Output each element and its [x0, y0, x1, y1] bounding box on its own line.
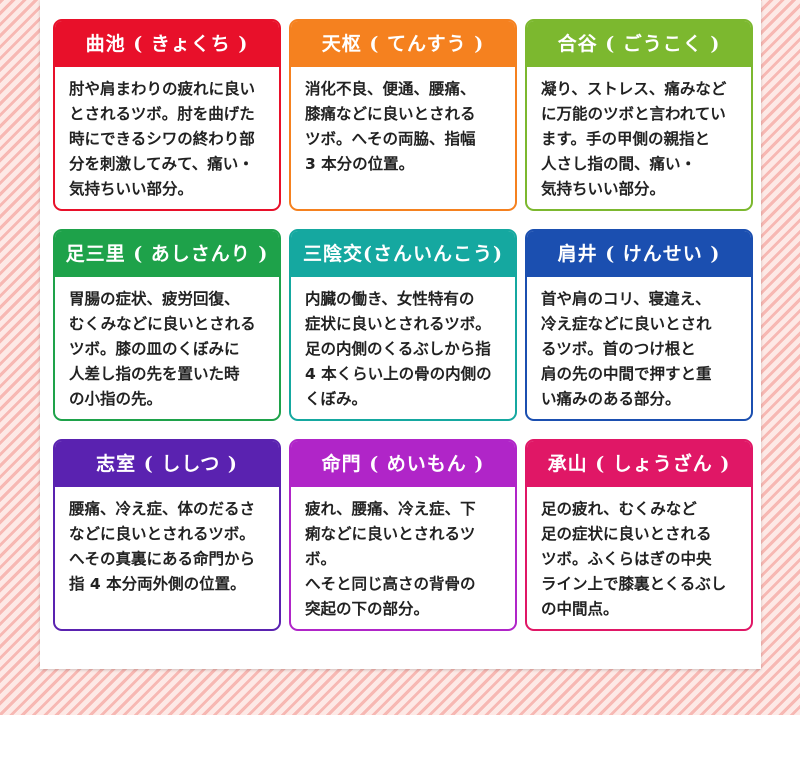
acupoint-card-goukoku: 合谷 ( ごうこく ) 凝り、ストレス、痛みなど に万能のツボと言われてい ます…	[525, 19, 753, 211]
card-description: 首や肩のコリ、寝違え、 冷え症などに良いとされ るツボ。首のつけ根と 肩の先の中…	[541, 290, 712, 408]
card-description: 足の疲れ、むくみなど 足の症状に良いとされる ツボ。ふくらはぎの中央 ライン上で…	[541, 500, 727, 618]
card-title: 志室 ( ししつ )	[55, 441, 279, 487]
acupoint-card-shishitsu: 志室 ( ししつ ) 腰痛、冷え症、体のだるさ などに良いとされるツボ。 へその…	[53, 439, 281, 631]
card-title: 足三里 ( あしさんり )	[55, 231, 279, 277]
card-title: 三陰交(さんいんこう)	[291, 231, 515, 277]
card-description: 消化不良、便通、腰痛、 膝痛などに良いとされる ツボ。へその両脇、指幅 3 本分…	[305, 80, 476, 173]
acupoint-card-tensuu: 天枢 ( てんすう ) 消化不良、便通、腰痛、 膝痛などに良いとされる ツボ。へ…	[289, 19, 517, 211]
card-title: 肩井 ( けんせい )	[527, 231, 751, 277]
card-description: 胃腸の症状、疲労回復、 むくみなどに良いとされる ツボ。膝の皿のくぼみに 人差し…	[69, 290, 256, 408]
card-title: 命門 ( めいもん )	[291, 441, 515, 487]
card-title: 曲池 ( きょくち )	[55, 21, 279, 67]
card-title: 天枢 ( てんすう )	[291, 21, 515, 67]
acupoint-card-kensei: 肩井 ( けんせい ) 首や肩のコリ、寝違え、 冷え症などに良いとされ るツボ。…	[525, 229, 753, 421]
acupoint-card-saninkou: 三陰交(さんいんこう) 内臓の働き、女性特有の 症状に良いとされるツボ。 足の内…	[289, 229, 517, 421]
card-description: 疲れ、腰痛、冷え症、下 痢などに良いとされるツボ。 へそと同じ高さの背骨の 突起…	[305, 500, 476, 618]
card-description: 肘や肩まわりの疲れに良い とされるツボ。肘を曲げた 時にできるシワの終わり部 分…	[69, 80, 256, 198]
acupoint-card-kyokuchi: 曲池 ( きょくち ) 肘や肩まわりの疲れに良い とされるツボ。肘を曲げた 時に…	[53, 19, 281, 211]
acupoint-card-shouzan: 承山 ( しょうざん ) 足の疲れ、むくみなど 足の症状に良いとされる ツボ。ふ…	[525, 439, 753, 631]
card-description: 凝り、ストレス、痛みなど に万能のツボと言われてい ます。手の甲側の親指と 人さ…	[541, 80, 727, 198]
card-title: 合谷 ( ごうこく )	[527, 21, 751, 67]
acupoint-card-ashisanri: 足三里 ( あしさんり ) 胃腸の症状、疲労回復、 むくみなどに良いとされる ツ…	[53, 229, 281, 421]
card-title: 承山 ( しょうざん )	[527, 441, 751, 487]
card-description: 腰痛、冷え症、体のだるさ などに良いとされるツボ。 へその真裏にある命門から 指…	[69, 500, 256, 593]
acupoint-card-meimon: 命門 ( めいもん ) 疲れ、腰痛、冷え症、下 痢などに良いとされるツボ。 へそ…	[289, 439, 517, 631]
card-description: 内臓の働き、女性特有の 症状に良いとされるツボ。 足の内側のくるぶしから指 4 …	[305, 290, 492, 408]
